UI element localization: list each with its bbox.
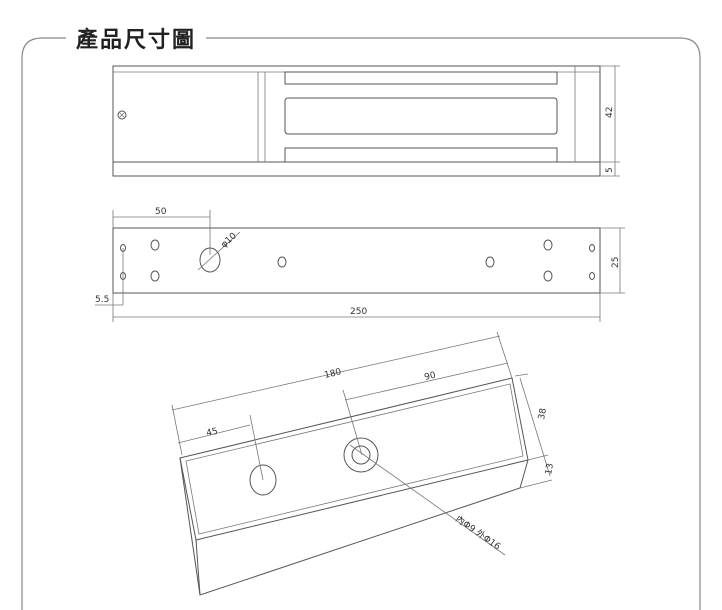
- top-lip-label: 5: [605, 167, 615, 173]
- length-label: 250: [350, 307, 367, 317]
- plate-height-label: 25: [611, 257, 621, 268]
- iso-view: 內Φ9 外Φ16 180 90 45 38 13: [171, 331, 556, 596]
- iso-base-label: 13: [544, 463, 556, 476]
- top-view: 42 5: [112, 65, 620, 177]
- hole-label: φ10: [219, 231, 239, 250]
- iso-length-label: 180: [323, 367, 342, 381]
- frame-border: [21, 37, 701, 610]
- page-title: 產品尺寸圖: [66, 22, 207, 54]
- iso-half-label: 90: [423, 371, 437, 383]
- offset-label: 50: [155, 207, 167, 217]
- edge-label: 5.5: [95, 295, 109, 305]
- top-height-label: 42: [605, 107, 615, 118]
- iso-offset-label: 45: [205, 427, 218, 439]
- iso-height-label: 38: [537, 407, 549, 420]
- plate-view: 50 φ10 25 5.5 250: [95, 207, 625, 322]
- screw-icon: [117, 110, 127, 120]
- hole-spec-label: 內Φ9 外Φ16: [453, 513, 503, 553]
